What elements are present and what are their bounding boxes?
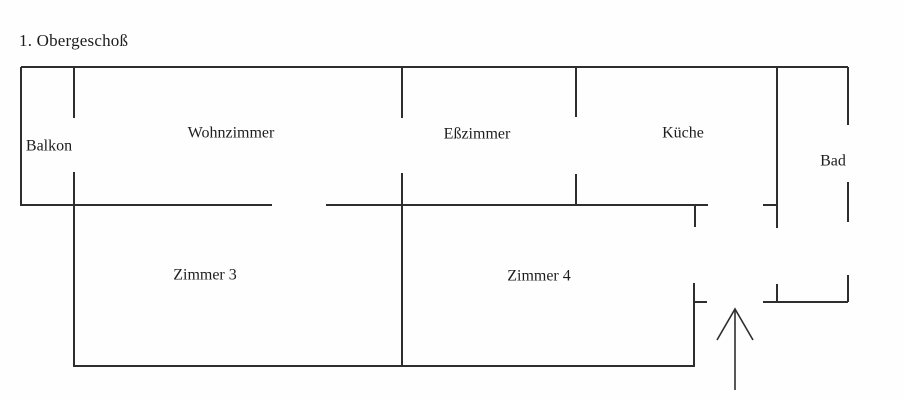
- room-label-zimmer-3: Zimmer 3: [173, 267, 237, 284]
- room-label-zimmer-4: Zimmer 4: [507, 268, 571, 285]
- room-label-wohnzimmer: Wohnzimmer: [188, 125, 275, 142]
- room-label-bad: Bad: [820, 153, 846, 170]
- page-title: 1. Obergeschoß: [19, 31, 129, 50]
- entrance-arrow-head: [716, 307, 754, 341]
- room-label-esszimmer: Eßzimmer: [444, 126, 511, 143]
- room-label-balkon: Balkon: [26, 138, 72, 155]
- room-label-kueche: Küche: [662, 125, 704, 142]
